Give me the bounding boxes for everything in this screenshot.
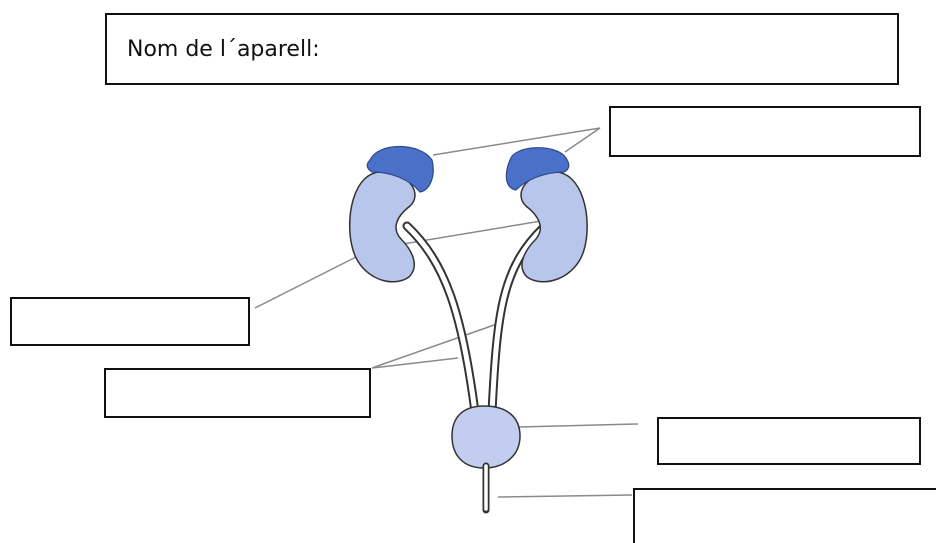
leader-line-urethra — [497, 494, 633, 498]
leader-line-ureter-right — [371, 323, 498, 369]
leader-line-adrenal-right — [564, 127, 601, 153]
leader-line-kidney-left — [254, 254, 361, 309]
right-kidney — [520, 171, 588, 283]
leader-line-ureter-left — [371, 357, 459, 369]
answer-box-adrenal[interactable] — [609, 106, 921, 157]
bladder — [451, 405, 521, 469]
answer-box-ureter[interactable] — [104, 368, 371, 418]
title-label: Nom de l´aparell: — [127, 36, 320, 62]
title-box[interactable]: Nom de l´aparell: — [105, 13, 899, 85]
leader-line-adrenal-left — [432, 127, 601, 156]
answer-box-kidney[interactable] — [10, 297, 250, 346]
answer-box-urethra[interactable] — [633, 488, 936, 543]
leader-line-bladder — [518, 423, 639, 428]
leader-line-kidney-right — [402, 216, 566, 245]
ureters — [402, 221, 548, 417]
right-adrenal-gland — [505, 147, 570, 191]
left-kidney — [348, 171, 416, 283]
answer-box-bladder[interactable] — [657, 417, 921, 465]
leader-lines — [254, 127, 639, 498]
left-adrenal-gland — [366, 145, 434, 193]
